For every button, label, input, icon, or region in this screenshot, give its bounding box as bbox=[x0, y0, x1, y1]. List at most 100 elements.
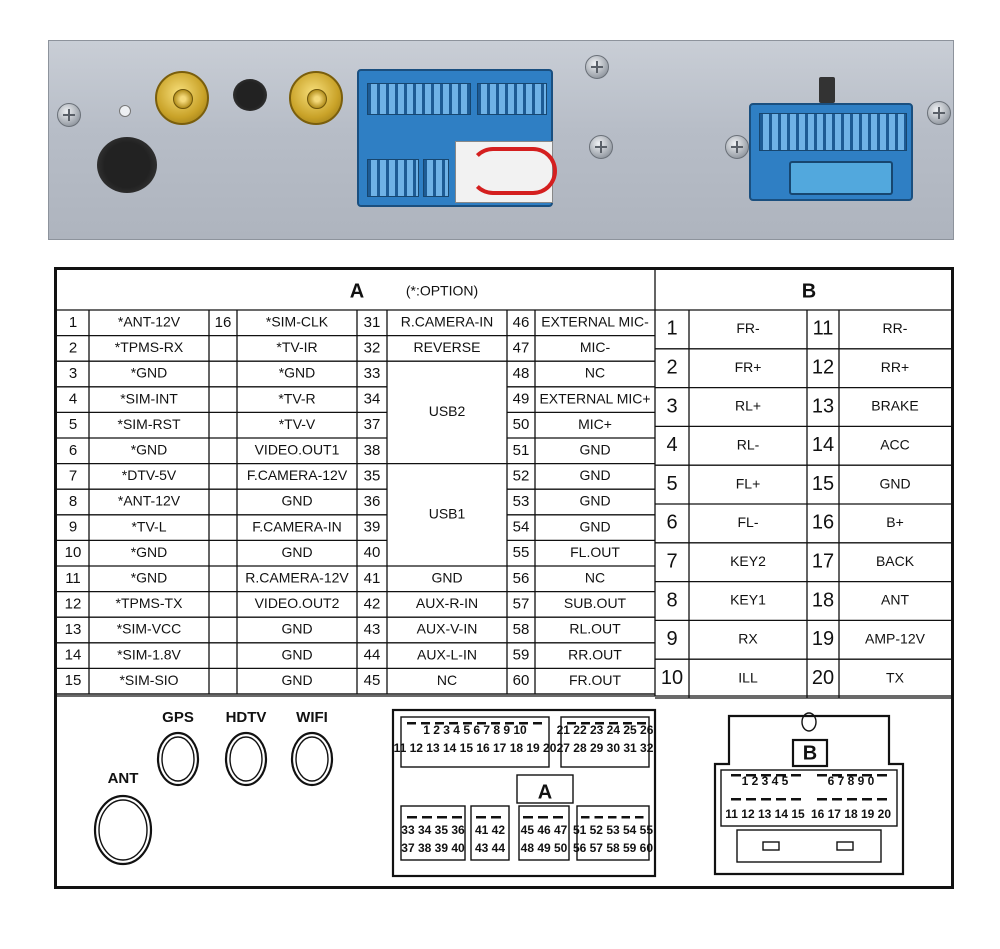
a-col4-pin-46: 46 bbox=[513, 314, 530, 331]
connector-b-label: B bbox=[803, 742, 817, 764]
usb2-label: USB2 bbox=[429, 403, 466, 419]
a-col3-pin-43: 43 bbox=[364, 621, 381, 638]
b-col2-label: BRAKE bbox=[871, 398, 918, 414]
pin-mark bbox=[623, 722, 632, 725]
a-col1-label: *TV-L bbox=[131, 518, 166, 534]
b-col1-label: FR+ bbox=[735, 359, 762, 375]
ant-socket-inner bbox=[98, 799, 148, 861]
a-col3-label: REVERSE bbox=[414, 339, 481, 355]
hdtv-label: HDTV bbox=[226, 709, 267, 726]
a-col4-pin-54: 54 bbox=[513, 519, 530, 536]
connector-a-label-box bbox=[516, 774, 574, 804]
pin-mark bbox=[791, 798, 801, 801]
a-col4-label: GND bbox=[579, 467, 610, 483]
connector-a-row10: 48 49 50 bbox=[521, 841, 568, 855]
hdtv-socket-inner bbox=[229, 736, 263, 782]
pin-mark bbox=[581, 722, 590, 725]
b-col2-pin-12: 12 bbox=[812, 356, 834, 378]
a-col2-label: *GND bbox=[279, 365, 316, 381]
a-col3-pin-33: 33 bbox=[364, 365, 381, 382]
wifi-socket-inner bbox=[295, 736, 329, 782]
pin-mark bbox=[761, 798, 771, 801]
a-col2-label: GND bbox=[281, 621, 312, 637]
a-col4-label: MIC- bbox=[580, 339, 611, 355]
led-hole bbox=[119, 105, 131, 117]
b-col2-label: RR- bbox=[883, 320, 908, 336]
a-col3-label: AUX-L-IN bbox=[417, 646, 477, 662]
a-col4-label: FR.OUT bbox=[569, 672, 622, 688]
section-a-title: A bbox=[350, 280, 364, 302]
screw-icon bbox=[725, 135, 749, 159]
connector-b-plug bbox=[749, 103, 913, 201]
a-col3-label: GND bbox=[431, 570, 462, 586]
a-col1-label: *ANT-12V bbox=[118, 314, 181, 330]
a-col3-pin-40: 40 bbox=[364, 544, 381, 561]
pin-mark bbox=[746, 798, 756, 801]
pin-mark bbox=[832, 798, 842, 801]
pin-mark bbox=[505, 722, 514, 725]
a-col2-label: GND bbox=[281, 646, 312, 662]
pin-mark bbox=[421, 722, 430, 725]
a-col2-label: VIDEO.OUT2 bbox=[255, 595, 340, 611]
a-col4-label: RR.OUT bbox=[568, 646, 622, 662]
a-col2-label: GND bbox=[281, 672, 312, 688]
a-col4-pin-60: 60 bbox=[513, 672, 530, 689]
a-col1-label: *SIM-1.8V bbox=[117, 646, 181, 662]
a-col4-pin-51: 51 bbox=[513, 442, 530, 459]
pin-mark bbox=[862, 798, 872, 801]
a-col3-pin-31: 31 bbox=[364, 314, 381, 331]
wifi-socket-icon bbox=[290, 731, 334, 787]
connector-a-label: A bbox=[538, 781, 552, 803]
pin-mark bbox=[435, 722, 444, 725]
b-col2-pin-20: 20 bbox=[812, 667, 834, 689]
b-col2-pin-13: 13 bbox=[812, 395, 834, 417]
a-col4-pin-55: 55 bbox=[513, 544, 530, 561]
a-col1-pin-7: 7 bbox=[69, 467, 77, 484]
a-col2-label: F.CAMERA-12V bbox=[247, 467, 348, 483]
b-col2-label: B+ bbox=[886, 514, 904, 530]
a-col1-pin-14: 14 bbox=[65, 647, 82, 664]
a-col1-label: *TPMS-RX bbox=[115, 339, 184, 355]
pin-mark bbox=[776, 798, 786, 801]
pin-mark bbox=[452, 816, 462, 819]
ant-socket-icon bbox=[93, 794, 153, 866]
pin-mark bbox=[608, 816, 617, 819]
rear-panel-photo bbox=[48, 40, 954, 240]
a-col4-pin-49: 49 bbox=[513, 391, 530, 408]
a-col3-pin-37: 37 bbox=[364, 416, 381, 433]
a-col1-pin-10: 10 bbox=[65, 544, 82, 561]
connector-a-row12: 56 57 58 59 60 bbox=[573, 841, 653, 855]
pin-mark bbox=[776, 774, 786, 777]
a-col4-label: FL.OUT bbox=[570, 544, 620, 560]
pin-mark bbox=[746, 774, 756, 777]
b-col2-label: RR+ bbox=[881, 359, 909, 375]
b-col1-pin-9: 9 bbox=[666, 628, 677, 650]
a-col3-label: AUX-V-IN bbox=[417, 621, 478, 637]
connector-a-block2 bbox=[560, 716, 650, 768]
connector-b-pin-block bbox=[720, 769, 898, 827]
wifi-label: WIFI bbox=[296, 709, 328, 726]
usb1-label: USB1 bbox=[429, 506, 466, 522]
a-col1-label: *GND bbox=[131, 570, 168, 586]
screw-icon bbox=[589, 135, 613, 159]
screw-icon bbox=[927, 101, 951, 125]
a-col2-label: F.CAMERA-IN bbox=[252, 518, 341, 534]
a-col2-label: GND bbox=[281, 493, 312, 509]
b-col2-pin-14: 14 bbox=[812, 434, 834, 456]
a-col1-label: *GND bbox=[131, 442, 168, 458]
hdtv-socket-icon bbox=[224, 731, 268, 787]
b-col1-pin-10: 10 bbox=[661, 667, 683, 689]
connector-b-row2-left: 11 12 13 14 15 bbox=[725, 807, 805, 821]
screw-icon bbox=[57, 103, 81, 127]
b-col1-label: KEY1 bbox=[730, 592, 766, 608]
connector-a-row11: 51 52 53 54 55 bbox=[573, 823, 653, 837]
gps-label: GPS bbox=[162, 709, 194, 726]
pin-mark bbox=[594, 816, 603, 819]
connector-a-block1 bbox=[400, 716, 550, 768]
pin-mark bbox=[817, 798, 827, 801]
pin-mark bbox=[847, 774, 857, 777]
connector-a-block4 bbox=[470, 805, 510, 861]
option-note: (*:OPTION) bbox=[406, 283, 478, 299]
a-col2-pin-16: 16 bbox=[215, 314, 232, 331]
connector-a-block5 bbox=[518, 805, 570, 861]
